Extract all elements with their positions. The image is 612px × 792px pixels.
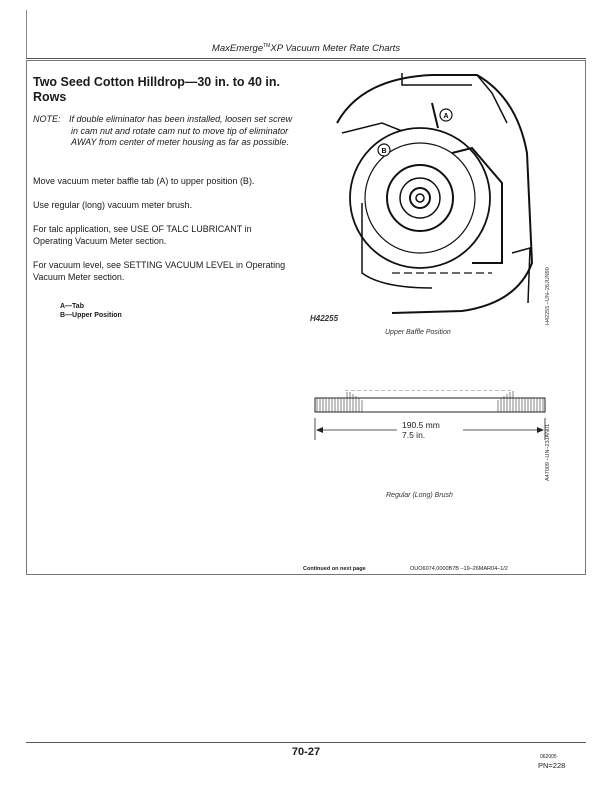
header-title-brand: MaxEmerge <box>211 43 264 55</box>
callout-b: B <box>381 148 386 155</box>
running-header: MaxEmergeTMXP Vacuum Meter Rate Charts <box>0 43 612 54</box>
part-number: PN=228 <box>538 761 566 770</box>
trademark-mark: TM <box>263 43 271 49</box>
note-block: NOTE: If double eliminator has been inst… <box>33 114 298 149</box>
page-number: 70-27 <box>291 746 321 758</box>
figure1-id: H42255 <box>310 314 339 323</box>
figure1-caption: Upper Baffle Position <box>385 329 451 336</box>
dim-mm: 190.5 mm <box>402 420 440 430</box>
continued-note: Continued on next page <box>303 566 366 572</box>
reference-code: OUO6074,0000B7B –19–26MAR04–1/2 <box>410 566 508 572</box>
footer-rule <box>26 742 586 743</box>
brush-length-dimension: 190.5 mm 7.5 in. <box>402 420 440 440</box>
content-box <box>26 60 586 575</box>
legend-upper-position: B—Upper Position <box>60 312 122 319</box>
figure1-side-code: H42255 –UN–26JUN90 <box>545 267 551 325</box>
long-brush-illustration <box>314 390 546 440</box>
upper-baffle-illustration: A B <box>336 73 534 314</box>
legend-tab: A—Tab <box>60 303 84 310</box>
instruction-baffle: Move vacuum meter baffle tab (A) to uppe… <box>33 176 255 186</box>
figure2-side-code: A47009 –UN–23JAN01 <box>545 423 551 481</box>
instruction-talc: For talc application, see USE OF TALC LU… <box>33 224 252 246</box>
note-text: If double eliminator has been installed,… <box>69 114 293 147</box>
section-title: Two Seed Cotton Hilldrop—30 in. to 40 in… <box>33 75 280 104</box>
instruction-vacuum: For vacuum level, see SETTING VACUUM LEV… <box>33 260 286 282</box>
date-code: 062005 <box>540 754 557 760</box>
header-title-rest: XP Vacuum Meter Rate Charts <box>270 43 401 55</box>
instruction-brush: Use regular (long) vacuum meter brush. <box>33 200 193 210</box>
note-label: NOTE: <box>33 114 61 124</box>
header-left-rule <box>26 10 27 58</box>
callout-a: A <box>443 113 448 120</box>
dim-in: 7.5 in. <box>402 430 426 440</box>
figure2-caption: Regular (Long) Brush <box>386 492 453 499</box>
header-rule <box>26 58 586 59</box>
